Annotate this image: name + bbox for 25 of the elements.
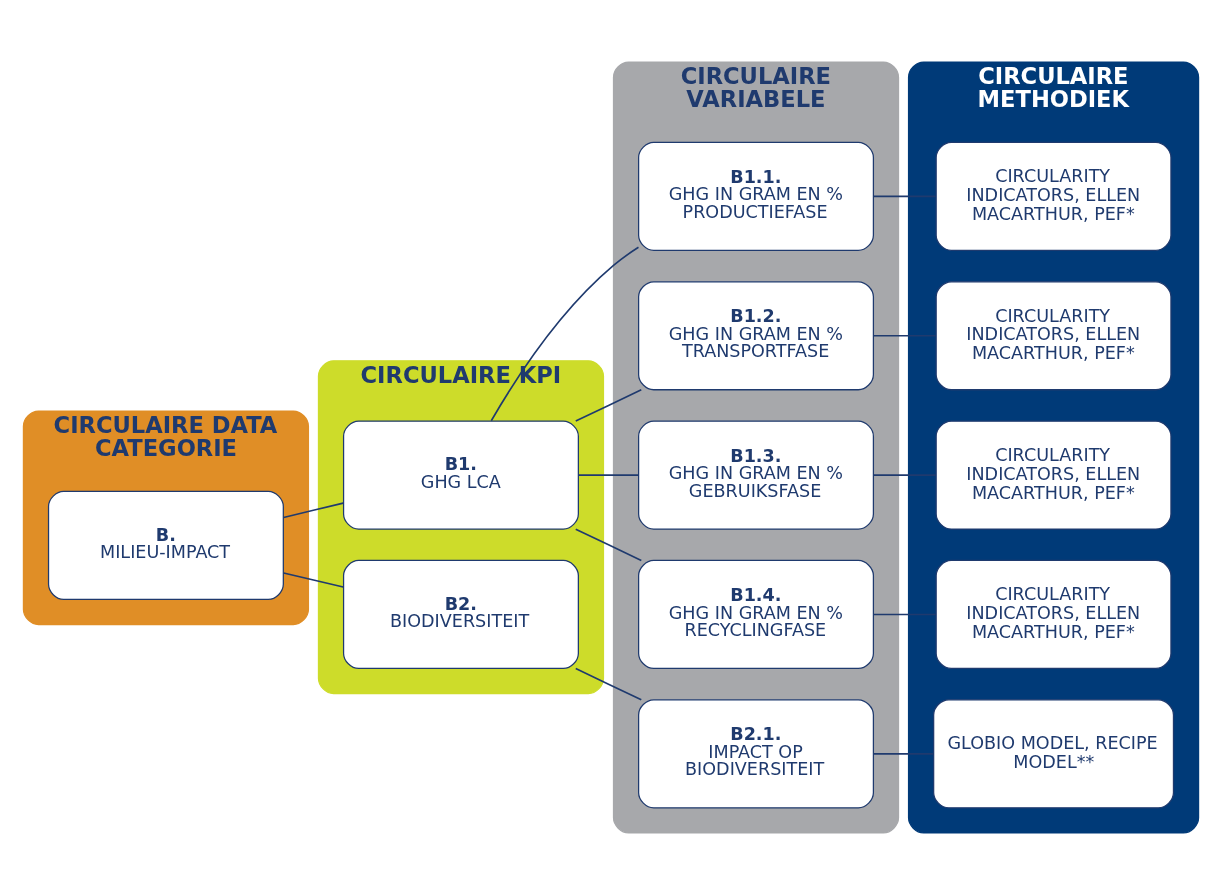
connector [872,613,937,616]
connector [574,389,643,422]
connector [574,528,643,562]
node-box: B. MILIEU-IMPACT [47,490,284,601]
connector [872,334,937,337]
node-box: B1. GHG LCA [342,420,579,530]
node-box: GLOBIO MODEL, RECIPE MODEL** [933,699,1175,809]
node-box: B2.1. IMPACT OP BIODIVERSITEIT [638,699,875,809]
node-box: CIRCULARITY INDICATORS, ELLEN MACARTHUR, PEF* [935,141,1172,251]
node-box: CIRCULARITY INDICATORS, ELLEN MACARTHUR, PEF* [935,281,1172,391]
connector [574,667,643,701]
node-box: B1.4. GHG IN GRAM EN % RECYCLINGFASE [638,559,875,670]
connector [872,195,937,198]
connector [577,474,640,476]
node-box: B1.1. GHG IN GRAM EN % PRODUCTIEFASE [638,141,875,251]
node-box: CIRCULARITY INDICATORS, ELLEN MACARTHUR, PEF* [935,420,1172,530]
node-box: B1.2. GHG IN GRAM EN % TRANSPORTFASE [638,281,875,391]
node-box: CIRCULARITY INDICATORS, ELLEN MACARTHUR, PEF* [935,559,1172,670]
node-box: B1.3. GHG IN GRAM EN % GEBRUIKSFASE [638,420,875,530]
connector [282,502,344,519]
connector [872,753,935,755]
node-box: B2. BIODIVERSITEIT [342,559,579,670]
connector [490,246,640,422]
connector [872,474,937,476]
connector [282,572,344,588]
